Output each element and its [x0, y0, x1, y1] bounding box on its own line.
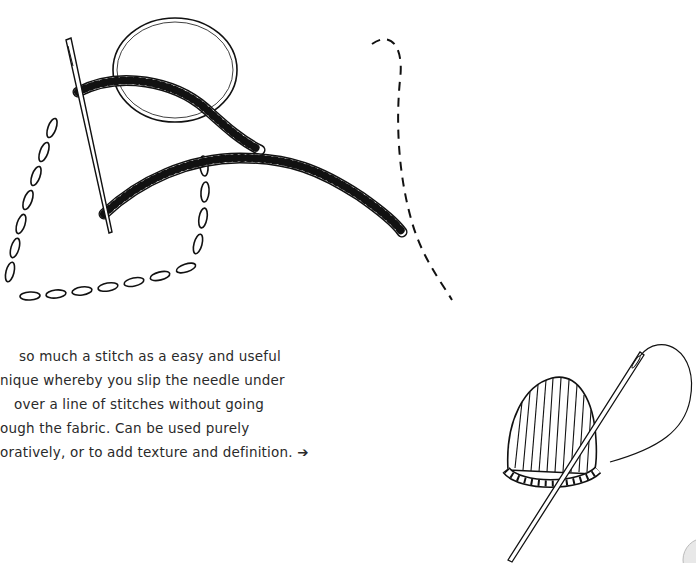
needle [66, 38, 112, 233]
note-text: so much a stitch as a easy and useful [19, 348, 281, 364]
note-text: nique whereby you slip the needle under [0, 372, 285, 388]
thread-loop [117, 22, 233, 118]
thread-loop [113, 18, 237, 122]
dashed-thread [372, 39, 452, 300]
note-text: oratively, or to add texture and definit… [0, 444, 309, 460]
wrapped-stitch [506, 345, 692, 562]
corner-circle [683, 538, 696, 563]
twisted-cord [78, 81, 402, 232]
note-text: over a line of stitches without going [14, 396, 264, 412]
note-text: ough the fabric. Can be used purely [0, 420, 249, 436]
